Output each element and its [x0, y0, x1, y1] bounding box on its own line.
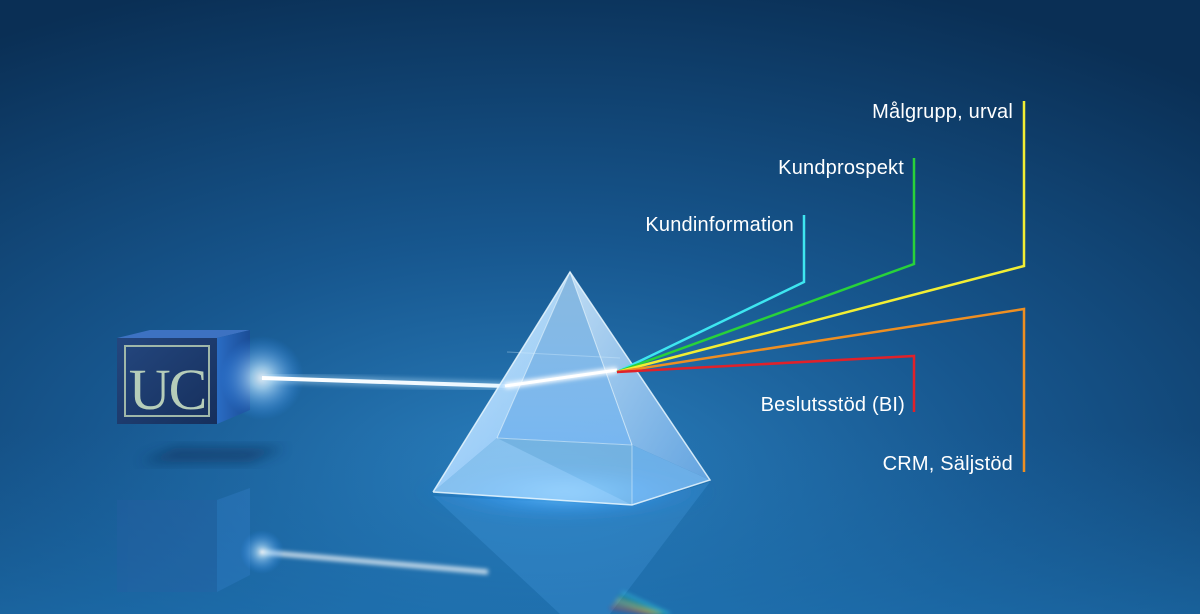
logo-frame	[124, 345, 210, 417]
ray-beslut	[616, 354, 916, 412]
cube-top	[117, 330, 250, 338]
prism-face-front	[433, 272, 632, 505]
uc-logo: UC	[129, 357, 206, 422]
label-malgrupp-urval: Målgrupp, urval	[872, 101, 1013, 123]
ray-kundinformation	[616, 215, 806, 374]
prism-face-middle	[497, 272, 632, 445]
ray-kundprospekt	[616, 158, 916, 374]
prism-edges	[432, 270, 712, 506]
beam-reflection	[240, 530, 489, 575]
ray-malgrupp	[616, 101, 1026, 374]
ray-crm	[616, 307, 1026, 472]
prism-base-right	[632, 445, 710, 505]
cube-front	[117, 338, 217, 424]
label-beslutsstod: Beslutsstöd (BI)	[760, 394, 905, 416]
prism-base-front	[433, 438, 632, 505]
prism	[432, 270, 712, 506]
cube-shadow	[140, 448, 285, 462]
output-rays	[616, 101, 1026, 472]
cube-reflection	[117, 488, 250, 592]
prism-reflection	[433, 482, 710, 614]
incoming-beam	[261, 376, 506, 388]
rainbow-reflection	[609, 591, 671, 614]
label-kundinformation: Kundinformation	[645, 214, 794, 236]
label-crm-saljstod: CRM, Säljstöd	[882, 453, 1013, 475]
label-kundprospekt: Kundprospekt	[778, 157, 904, 179]
